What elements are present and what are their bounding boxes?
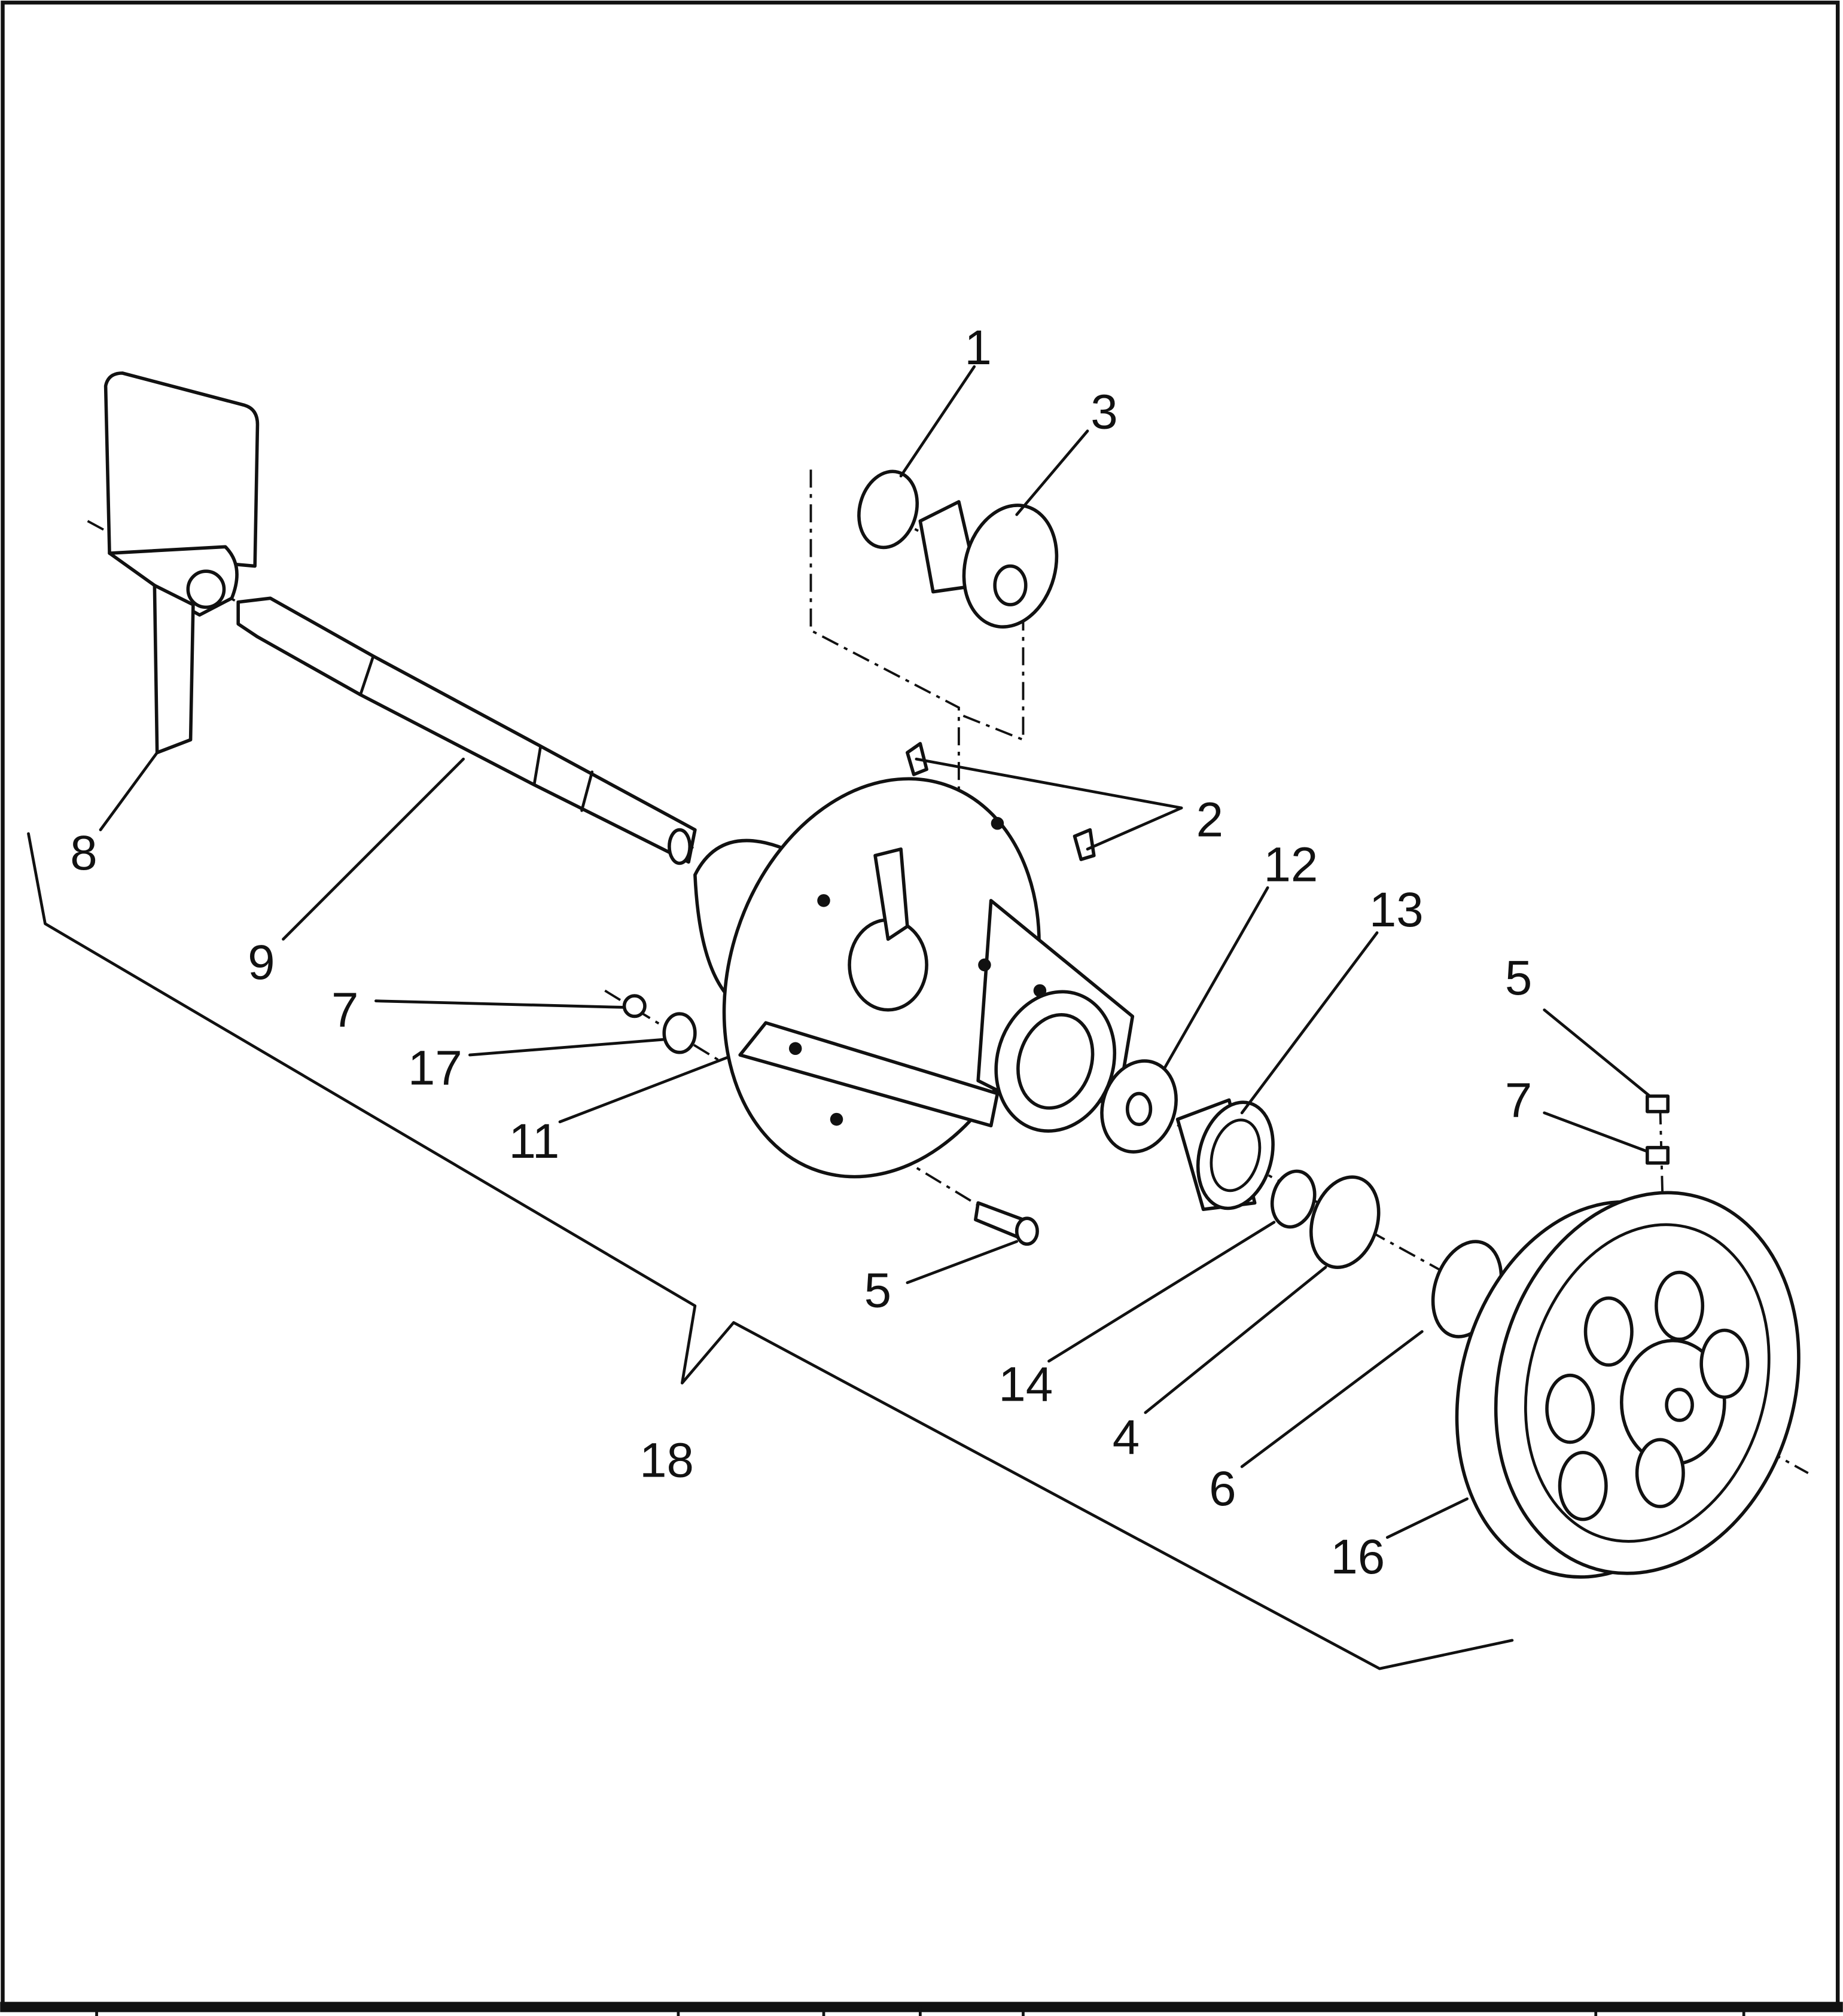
table-cell-dividers [95, 2005, 1745, 2016]
part-nut-right [1646, 1146, 1670, 1165]
part-bearing [1175, 1098, 1275, 1211]
part-blade [103, 371, 260, 755]
callout-2: 2 [1196, 792, 1223, 847]
callout-7-left: 7 [331, 983, 358, 1038]
callout-5-right: 5 [1505, 951, 1532, 1005]
assembly-bracket [27, 832, 1514, 1670]
part-pulley [1455, 1191, 1801, 1579]
callout-18: 18 [639, 1434, 694, 1488]
callout-11: 11 [509, 1114, 560, 1169]
callout-13: 13 [1369, 883, 1424, 937]
part-washer-17 [662, 1012, 697, 1054]
part-ring [857, 469, 919, 550]
part-shaft [236, 596, 697, 865]
callout-6: 6 [1209, 1462, 1236, 1516]
callout-5-mid: 5 [864, 1264, 891, 1318]
part-nut [622, 994, 647, 1018]
callout-1: 1 [964, 321, 991, 375]
part-housing [693, 777, 1135, 1179]
callout-16: 16 [1330, 1530, 1385, 1584]
part-grease-fitting [1073, 828, 1096, 861]
callout-7-right: 7 [1505, 1073, 1532, 1127]
part-bolt-head [1015, 1216, 1039, 1246]
part-cap [918, 500, 1059, 629]
part-clip [1270, 1169, 1317, 1229]
callout-4: 4 [1113, 1410, 1140, 1465]
callout-8: 8 [70, 826, 97, 880]
part-bolt-right [1646, 1094, 1670, 1114]
callout-9: 9 [248, 935, 275, 990]
part-washer [1309, 1175, 1381, 1269]
callout-3: 3 [1090, 385, 1117, 439]
callout-17: 17 [408, 1041, 462, 1095]
part-seal-hole [1125, 1091, 1153, 1126]
callout-14: 14 [998, 1358, 1053, 1412]
leader-lines [99, 365, 1652, 1539]
callout-12: 12 [1263, 838, 1318, 892]
